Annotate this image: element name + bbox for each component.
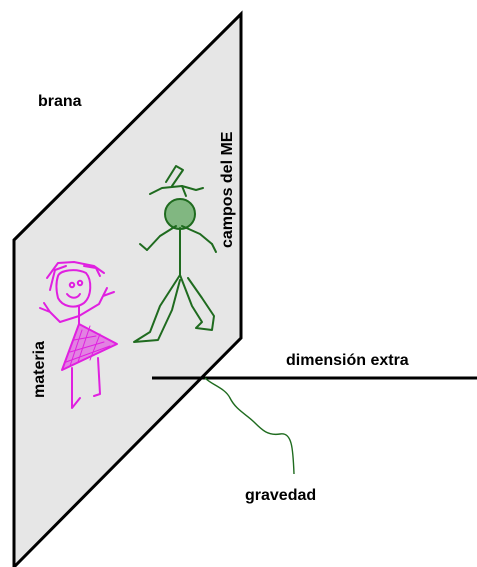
gravity-wave xyxy=(205,378,294,474)
extra-dimension-label: dimensión extra xyxy=(286,352,409,369)
gravity-label: gravedad xyxy=(245,487,316,504)
em-fields-label: campos del ME xyxy=(219,131,236,248)
brane-label: brana xyxy=(38,93,82,110)
matter-label: materia xyxy=(31,341,48,398)
